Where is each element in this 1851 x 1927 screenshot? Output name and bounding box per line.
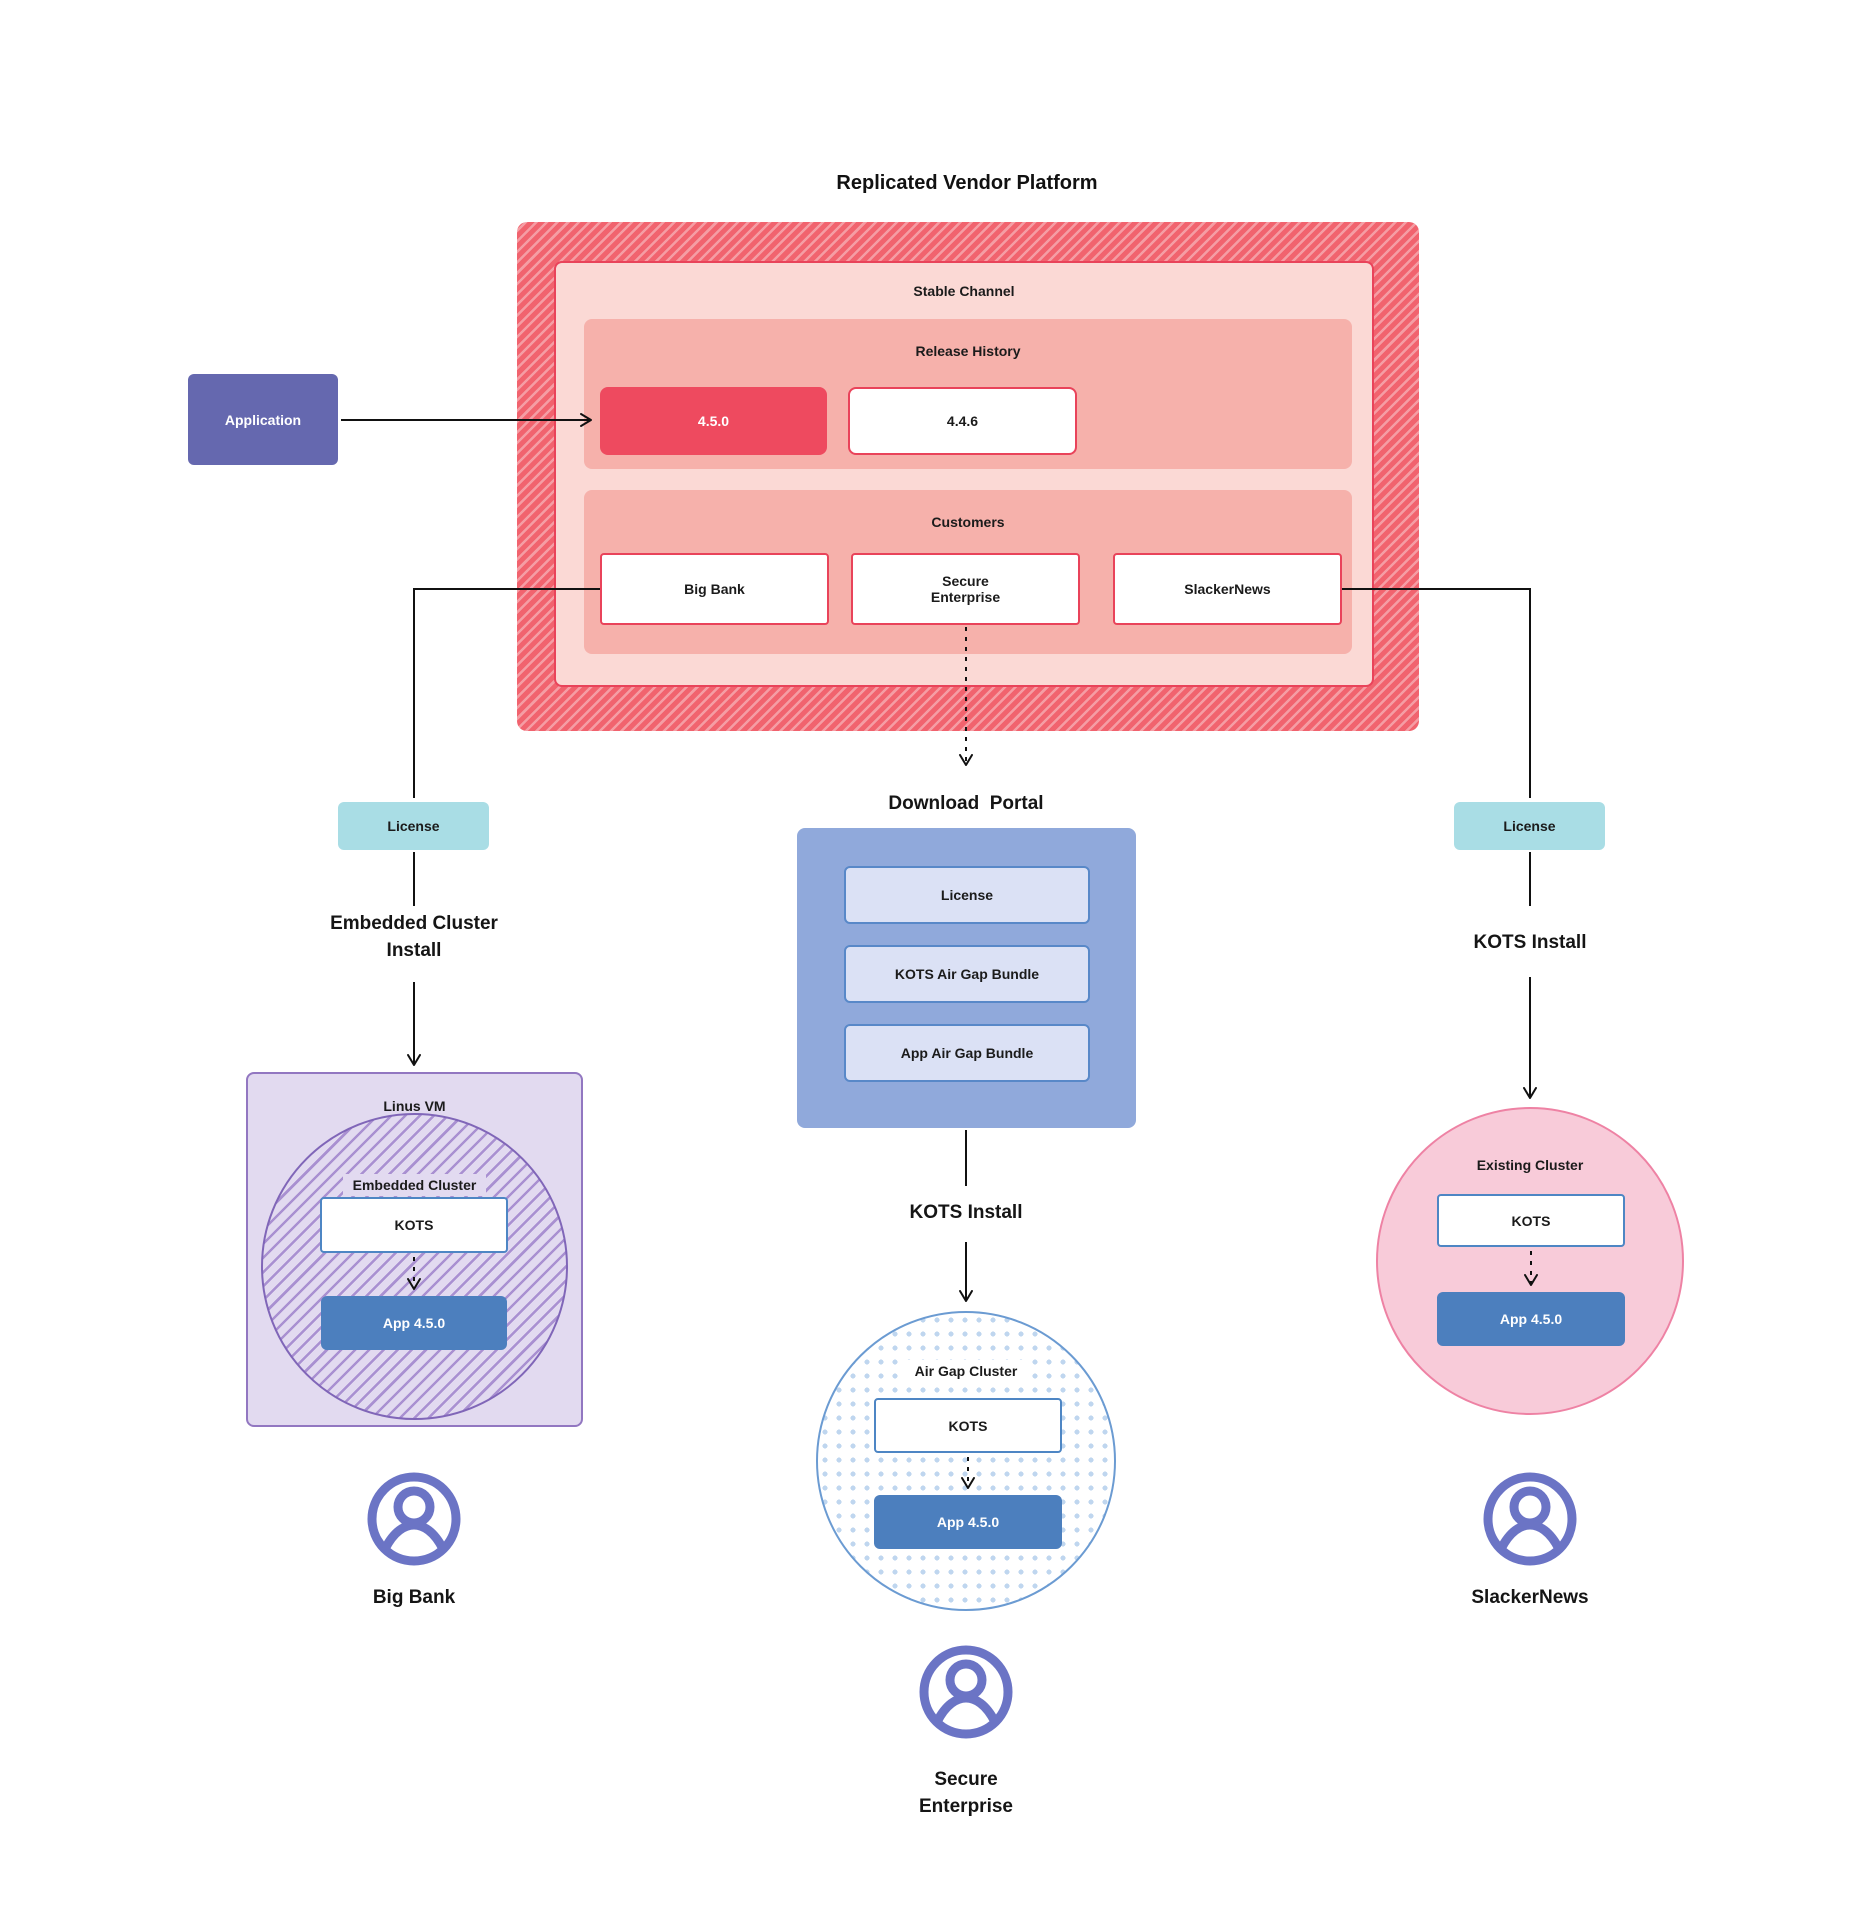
portal-license-label: License: [940, 887, 994, 903]
kots-box-right: KOTS: [1437, 1194, 1625, 1247]
persona-label-big-bank: Big Bank: [372, 1587, 456, 1608]
kots-label: KOTS: [1511, 1212, 1551, 1229]
license-label: License: [1503, 818, 1556, 834]
portal-kots-airgap-bundle-box: KOTS Air Gap Bundle: [844, 945, 1090, 1003]
customer-slackernews: SlackerNews: [1113, 553, 1342, 625]
application-label: Application: [224, 411, 302, 428]
app-box-right: App 4.5.0: [1437, 1292, 1625, 1346]
portal-kots-airgap-bundle-label: KOTS Air Gap Bundle: [894, 966, 1040, 982]
app-version-label: App 4.5.0: [382, 1315, 446, 1331]
kots-box-middle: KOTS: [874, 1398, 1062, 1453]
linus-vm-label: Linus VM: [383, 1098, 446, 1114]
release-version-label: 4.4.6: [946, 413, 979, 429]
user-icon-big-bank: [367, 1472, 461, 1566]
app-box-left: App 4.5.0: [321, 1296, 507, 1350]
embedded-cluster-circle: Embedded Cluster: [261, 1113, 568, 1420]
release-version-label: 4.5.0: [697, 413, 730, 429]
release-box-4-4-6: 4.4.6: [848, 387, 1077, 455]
air-gap-cluster-circle: Air Gap Cluster: [816, 1311, 1116, 1611]
portal-app-airgap-bundle-label: App Air Gap Bundle: [900, 1045, 1034, 1061]
user-icon-secure-enterprise: [919, 1645, 1013, 1739]
app-box-middle: App 4.5.0: [874, 1495, 1062, 1549]
app-version-label: App 4.5.0: [936, 1514, 1000, 1530]
license-box-right: License: [1454, 802, 1605, 850]
customer-name-label: Secure Enterprise: [930, 573, 1001, 605]
embedded-cluster-label: Embedded Cluster: [342, 1174, 487, 1196]
kots-box-left: KOTS: [320, 1197, 508, 1253]
license-label: License: [387, 818, 440, 834]
customer-big-bank: Big Bank: [600, 553, 829, 625]
kots-install-label-right: KOTS Install: [1473, 932, 1587, 953]
user-icon-slackernews: [1483, 1472, 1577, 1566]
download-portal-label: Download Portal: [888, 793, 1044, 814]
app-version-label: App 4.5.0: [1499, 1311, 1563, 1327]
release-box-4-5-0: 4.5.0: [600, 387, 827, 455]
persona-label-slackernews: SlackerNews: [1471, 1587, 1589, 1608]
release-history-label: Release History: [915, 343, 1021, 359]
kots-label: KOTS: [948, 1417, 988, 1434]
air-gap-cluster-label: Air Gap Cluster: [904, 1360, 1028, 1382]
customers-label: Customers: [931, 514, 1005, 530]
existing-cluster-label: Existing Cluster: [1476, 1157, 1584, 1173]
portal-app-airgap-bundle-box: App Air Gap Bundle: [844, 1024, 1090, 1082]
stable-channel-label: Stable Channel: [913, 283, 1015, 299]
application-box: Application: [188, 374, 338, 465]
kots-install-label-middle: KOTS Install: [909, 1202, 1023, 1223]
license-box-left: License: [338, 802, 489, 850]
customer-name-label: Big Bank: [684, 581, 745, 597]
persona-label-secure-enterprise: Secure Enterprise: [919, 1769, 1013, 1817]
customer-name-label: SlackerNews: [1184, 581, 1271, 597]
embedded-cluster-install-label: Embedded Cluster Install: [330, 913, 498, 961]
existing-cluster-circle: Existing Cluster: [1376, 1107, 1684, 1415]
diagram-title: Replicated Vendor Platform: [836, 172, 1098, 194]
kots-label: KOTS: [394, 1217, 434, 1233]
customer-secure-enterprise: Secure Enterprise: [851, 553, 1080, 625]
portal-license-box: License: [844, 866, 1090, 924]
